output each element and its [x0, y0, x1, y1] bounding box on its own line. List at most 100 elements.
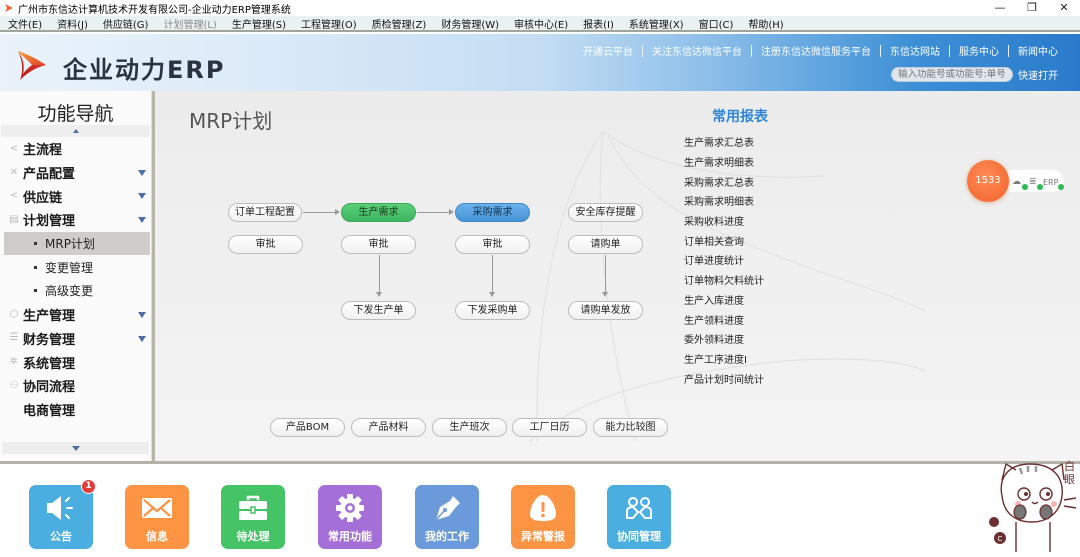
menu-finance[interactable]: 财务管理(W): [441, 19, 500, 31]
quick-open-button[interactable]: 快速打开: [1018, 71, 1058, 82]
notification-badge: 1: [81, 479, 96, 494]
menu-help[interactable]: 帮助(H): [748, 19, 784, 31]
gear-icon: ✲: [9, 356, 19, 368]
report-link[interactable]: 采购需求明细表: [684, 197, 754, 208]
sidebar-item-planning[interactable]: ▤ 计划管理: [0, 208, 151, 232]
link-register-wechat-service[interactable]: 注册东信达微信服务平台: [761, 47, 871, 58]
report-link[interactable]: 生产需求汇总表: [684, 138, 754, 149]
close-button[interactable]: ✕: [1059, 1, 1069, 14]
factory-calendar-button[interactable]: 工厂日历: [512, 418, 587, 437]
product-materials-button[interactable]: 产品材料: [351, 418, 426, 437]
report-link[interactable]: 采购需求汇总表: [684, 178, 754, 189]
report-link[interactable]: 生产工序进度I: [684, 355, 747, 366]
report-link[interactable]: 产品计划时间统计: [684, 375, 764, 386]
menu-window[interactable]: 窗口(C): [698, 19, 734, 31]
minimize-button[interactable]: —: [994, 1, 1006, 14]
issue-production-order-node[interactable]: 下发生产单: [341, 301, 416, 320]
safety-stock-alert-node[interactable]: 安全库存提醒: [568, 203, 643, 222]
sidebar-item-collab-flow[interactable]: ⚇ 协同流程: [0, 374, 151, 398]
tile-messages[interactable]: 信息: [125, 485, 189, 549]
tile-collab-mgmt[interactable]: 协同管理: [607, 485, 671, 549]
collab-icon: [626, 497, 652, 519]
sidebar-splitter[interactable]: [152, 91, 155, 461]
dock-splitter[interactable]: [0, 461, 1080, 464]
briefcase-icon: [239, 495, 267, 520]
arrow-down-icon: [376, 292, 382, 297]
sidebar-item-system[interactable]: ✲ 系统管理: [0, 350, 151, 374]
report-link[interactable]: 采购收料进度: [684, 217, 744, 228]
report-link[interactable]: 生产领料进度: [684, 316, 744, 327]
product-bom-button[interactable]: 产品BOM: [270, 418, 345, 437]
sidebar-item-production[interactable]: ⬡ 生产管理: [0, 303, 151, 327]
scroll-up-button[interactable]: [1, 125, 150, 137]
tile-label: 协同管理: [617, 530, 661, 543]
bullet-icon: [34, 265, 37, 269]
sidebar-item-supply-chain[interactable]: < 供应链: [0, 184, 151, 208]
sidebar-subitem-mrp-plan[interactable]: MRP计划: [4, 231, 150, 256]
menu-reports[interactable]: 报表(I): [583, 19, 614, 31]
tile-pending[interactable]: 待处理: [221, 485, 285, 549]
menu-system[interactable]: 系统管理(X): [628, 19, 684, 31]
report-link[interactable]: 订单进度统计: [684, 256, 744, 267]
erp-label: ERP: [1043, 178, 1059, 187]
chevron-down-icon: [138, 335, 146, 342]
tile-label: 待处理: [236, 530, 270, 543]
release-purchase-request-node[interactable]: 请购单发放: [568, 301, 643, 320]
brand-logo-icon: [18, 51, 46, 80]
link-website[interactable]: 东信达网站: [890, 47, 940, 58]
approve-purchase-button[interactable]: 审批: [455, 235, 530, 254]
production-shift-button[interactable]: 生产班次: [432, 418, 507, 437]
sidebar-item-label: 产品配置: [23, 167, 76, 183]
report-link[interactable]: 生产需求明细表: [684, 158, 754, 169]
menu-file[interactable]: 文件(E): [8, 19, 43, 31]
tile-label: 常用功能: [328, 530, 372, 543]
sidebar-item-ecommerce[interactable]: 电商管理: [0, 398, 151, 422]
purchase-demand-node[interactable]: 采购需求: [455, 203, 530, 222]
connection-status-widget[interactable]: 1533 ☁ ≣ ERP: [967, 160, 1067, 202]
link-news-center[interactable]: 新闻中心: [1018, 47, 1058, 58]
sidebar-item-finance[interactable]: ☰ 财务管理: [0, 327, 151, 351]
restore-button[interactable]: ❐: [1027, 1, 1037, 14]
window-title: 广州市东信达计算机技术开发有限公司-企业动力ERP管理系统: [18, 4, 291, 16]
menu-data[interactable]: 资料(J): [57, 19, 88, 31]
sidebar-subitem-change-mgmt[interactable]: 变更管理: [4, 255, 150, 279]
quick-access-dock: 公告 1 信息 待处理: [0, 460, 1080, 557]
sidebar-item-main-flow[interactable]: < 主流程: [0, 137, 151, 161]
link-service-center[interactable]: 服务中心: [959, 47, 999, 58]
scroll-down-button[interactable]: [2, 442, 149, 454]
function-code-input[interactable]: [891, 67, 1013, 82]
tile-exception-alert[interactable]: 异常警报: [511, 485, 575, 549]
menu-planning[interactable]: 计划管理(L): [163, 19, 217, 31]
report-link[interactable]: 生产入库进度: [684, 296, 744, 307]
sidebar-subitem-advanced-change[interactable]: 高级变更: [4, 279, 150, 303]
menu-supply-chain[interactable]: 供应链(G): [102, 19, 149, 31]
menu-audit-center[interactable]: 审核中心(E): [514, 19, 569, 31]
chevron-down-icon: [71, 445, 80, 451]
approve-production-button[interactable]: 审批: [341, 235, 416, 254]
report-link[interactable]: 订单相关查询: [684, 237, 744, 248]
tile-my-work[interactable]: 我的工作: [415, 485, 479, 549]
report-link[interactable]: 委外领料进度: [684, 335, 744, 346]
order-engineering-config-node[interactable]: 订单工程配置: [228, 203, 302, 222]
menu-engineering[interactable]: 工程管理(O): [300, 19, 357, 31]
sidebar-item-label: 财务管理: [23, 332, 76, 348]
approve-button[interactable]: 审批: [228, 235, 303, 254]
mail-icon: [142, 498, 172, 518]
page-title: MRP计划: [189, 109, 273, 133]
capacity-comparison-button[interactable]: 能力比较图: [593, 418, 668, 437]
sidebar-item-product-config[interactable]: ✕ 产品配置: [0, 161, 151, 185]
function-nav-sidebar: 功能导航 < 主流程 ✕ 产品配置 < 供应链 ▤ 计划管理 MRP计划 变更管…: [0, 91, 152, 461]
tile-announcement[interactable]: 公告 1: [29, 479, 96, 549]
link-cloud-platform[interactable]: 开通云平台: [583, 47, 633, 58]
mascot-cat-sticker: C: [989, 462, 1077, 552]
reports-title: 常用报表: [712, 109, 768, 125]
report-link[interactable]: 订单物料欠料统计: [684, 276, 764, 287]
link-follow-wechat[interactable]: 关注东信达微信平台: [652, 47, 742, 58]
count-bubble[interactable]: 1533: [967, 160, 1009, 202]
tile-common-functions[interactable]: 常用功能: [318, 485, 382, 549]
purchase-request-node[interactable]: 请购单: [568, 235, 643, 254]
menu-production[interactable]: 生产管理(S): [231, 19, 286, 31]
issue-purchase-order-node[interactable]: 下发采购单: [455, 301, 530, 320]
menu-quality[interactable]: 质检管理(Z): [371, 19, 427, 31]
production-demand-node[interactable]: 生产需求: [341, 203, 416, 222]
